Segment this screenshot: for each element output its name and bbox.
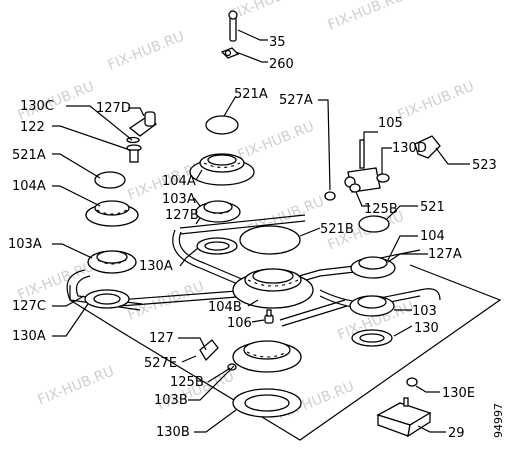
part-521a-left [94, 171, 126, 189]
drawing-code: 94997 [492, 403, 505, 438]
part-130c [126, 136, 140, 144]
parts [84, 10, 441, 438]
part-106 [264, 309, 274, 324]
part-130a-mid [196, 237, 238, 255]
hob-outline [69, 264, 502, 441]
label-130a-left: 130A [12, 329, 46, 344]
label-103: 103 [412, 304, 437, 319]
label-104a-mid: 104A [162, 174, 196, 189]
label-130c: 130C [20, 99, 54, 114]
part-130a-left [84, 289, 130, 309]
label-35: 35 [269, 35, 286, 50]
label-127b: 127B [165, 208, 199, 223]
watermark: FIX-HUB.RU [326, 0, 407, 34]
label-260: 260 [269, 57, 294, 72]
label-106: 106 [227, 316, 252, 331]
label-521a-left: 521A [12, 148, 46, 163]
part-130e [406, 377, 418, 387]
label-130a-mid: 130A [139, 259, 173, 274]
label-523: 523 [472, 158, 497, 173]
label-527e: 527E [144, 356, 177, 371]
watermark: FIX-HUB.RU [396, 79, 477, 124]
part-103 [349, 295, 395, 317]
part-125b-top [349, 183, 361, 193]
watermark: FIX-HUB.RU [236, 119, 317, 164]
label-527a: 527A [279, 93, 313, 108]
part-130d [376, 173, 390, 183]
label-521b: 521B [320, 222, 354, 237]
part-122 [126, 144, 142, 163]
part-521 [358, 215, 390, 233]
part-527a [324, 191, 336, 201]
label-104: 104 [420, 229, 445, 244]
part-104a-left [85, 200, 139, 227]
label-127c: 127C [12, 299, 46, 314]
part-260 [220, 47, 240, 59]
part-104b-burner [232, 268, 314, 309]
leader-lines [52, 29, 470, 433]
label-127d: 127D [96, 101, 131, 116]
part-104a-burner [189, 153, 255, 186]
label-29: 29 [448, 426, 465, 441]
watermark: FIX-HUB.RU [36, 364, 117, 409]
part-103a-left [87, 250, 137, 274]
part-130b [232, 388, 302, 418]
part-521a-top [205, 115, 239, 135]
watermark: FIX-HUB.RU [126, 279, 207, 324]
label-122: 122 [20, 120, 45, 135]
label-127a: 127A [428, 247, 462, 262]
label-103b: 103B [154, 393, 188, 408]
label-521: 521 [420, 200, 445, 215]
label-521a-top: 521A [234, 87, 268, 102]
part-103a-mid [195, 200, 241, 223]
label-130: 130 [414, 321, 439, 336]
watermark: FIX-HUB.RU [228, 0, 309, 24]
part-523 [414, 135, 441, 159]
label-125b-top: 125B [364, 202, 398, 217]
watermark: FIX-HUB.RU [106, 29, 187, 74]
label-104a-left: 104A [12, 179, 46, 194]
part-103b [232, 340, 302, 373]
label-130b: 130B [156, 425, 190, 440]
label-104b: 104B [208, 300, 242, 315]
part-35 [228, 10, 238, 42]
part-labels: 35 260 521A 527A 105 130C 127D 122 130D … [8, 35, 497, 441]
label-103a-mid: 103A [162, 192, 196, 207]
label-130d: 130D [392, 141, 427, 156]
part-527e [199, 339, 219, 362]
part-127d-elbow [128, 111, 157, 137]
label-130e: 130E [442, 386, 475, 401]
part-130 [351, 329, 393, 347]
label-125b-bottom: 125B [170, 375, 204, 390]
part-105-valve [344, 139, 381, 193]
part-104-burner [350, 256, 396, 279]
label-103a-left: 103A [8, 237, 42, 252]
part-521b [239, 225, 301, 255]
label-105: 105 [378, 116, 403, 131]
label-127: 127 [149, 331, 174, 346]
part-29-box [376, 397, 432, 438]
